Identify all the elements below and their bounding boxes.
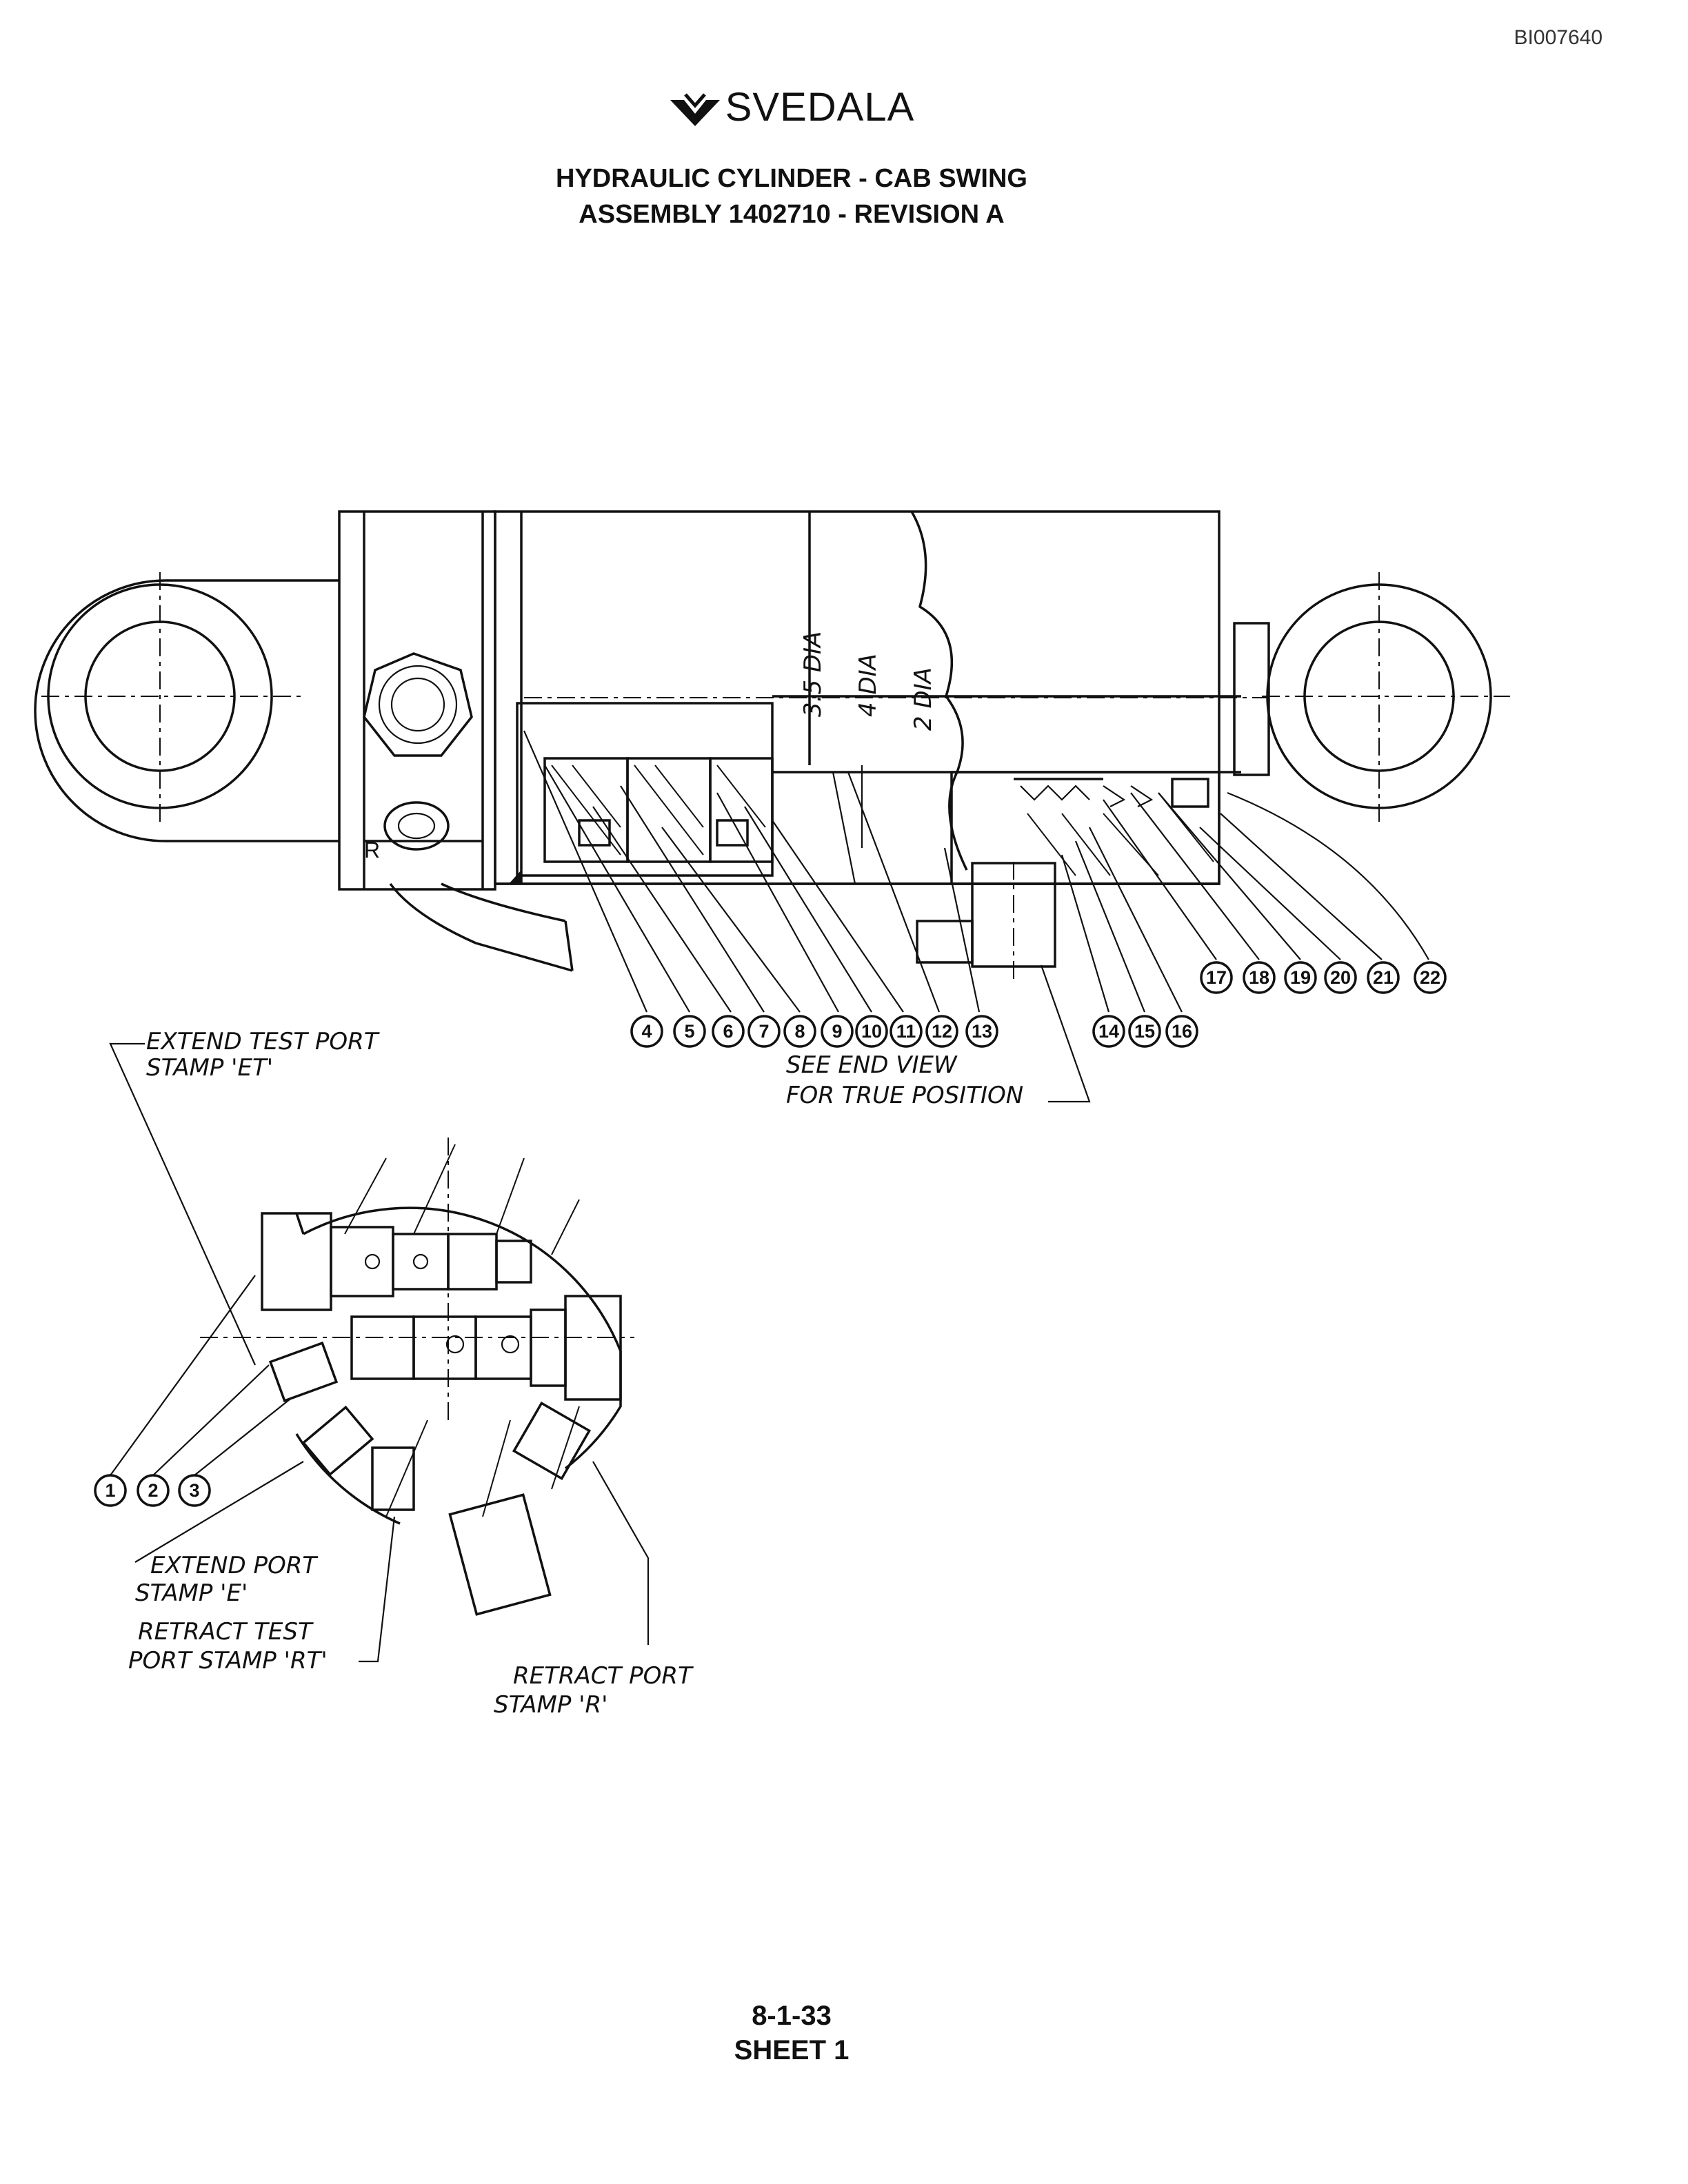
- note-true-position: FOR TRUE POSITION: [786, 1082, 1023, 1109]
- callout-number: 7: [758, 1021, 769, 1042]
- callout-15: 15: [1128, 1015, 1161, 1048]
- callout-18: 18: [1243, 961, 1276, 994]
- cylinder-barrel: [494, 510, 1269, 885]
- callout-bubble-circle: [855, 1015, 888, 1048]
- callout-8: 8: [783, 1015, 816, 1048]
- sheet-number: SHEET 1: [734, 2035, 850, 2065]
- callout-3: 3: [178, 1474, 211, 1507]
- callout-20: 20: [1324, 961, 1357, 994]
- callout-leaders-main: [523, 730, 1429, 1103]
- brand-name: SVEDALA: [725, 85, 915, 130]
- note-extend-port-stamp: STAMP 'E': [135, 1579, 248, 1607]
- callout-number: 4: [641, 1021, 652, 1042]
- callout-bubble-circle: [925, 1015, 958, 1048]
- callout-7: 7: [747, 1015, 781, 1048]
- callout-number: 1: [105, 1480, 115, 1501]
- callout-number: 8: [794, 1021, 805, 1042]
- callout-bubble-circle: [1284, 961, 1317, 994]
- gland-section: [916, 771, 1220, 979]
- callout-bubble-circle: [1243, 961, 1276, 994]
- callout-14: 14: [1092, 1015, 1125, 1048]
- dimension-rod: 2 DIA: [910, 667, 937, 731]
- callout-number: 18: [1249, 967, 1269, 988]
- callout-bubble-circle: [1092, 1015, 1125, 1048]
- callout-number: 5: [684, 1021, 694, 1042]
- brand-header: SVEDALA: [0, 84, 1583, 130]
- callout-number: 19: [1290, 967, 1311, 988]
- callout-bubble-circle: [890, 1015, 923, 1048]
- callout-11: 11: [890, 1015, 923, 1048]
- document-id: BI007640: [1514, 26, 1602, 49]
- callout-number: 13: [972, 1021, 992, 1042]
- piston-section: [509, 702, 774, 884]
- callout-bubble-circle: [747, 1015, 781, 1048]
- callout-10: 10: [855, 1015, 888, 1048]
- callout-bubble-circle: [1128, 1015, 1161, 1048]
- callout-1: 1: [94, 1474, 127, 1507]
- note-retract-port: RETRACT PORT: [513, 1662, 694, 1690]
- callout-9: 9: [821, 1015, 854, 1048]
- callout-bubble-circle: [1165, 1015, 1198, 1048]
- port-r-marker: R: [364, 838, 380, 862]
- end-view-inset: [200, 1138, 634, 1616]
- note-extend-test-port: EXTEND TEST PORT: [146, 1028, 380, 1055]
- callout-number: 12: [932, 1021, 952, 1042]
- note-see-end-view: SEE END VIEW: [786, 1051, 958, 1079]
- callout-12: 12: [925, 1015, 958, 1048]
- left-clevis: [34, 572, 339, 842]
- callout-4: 4: [630, 1015, 663, 1048]
- callout-bubble-circle: [1200, 961, 1233, 994]
- right-rod-eye: [1233, 572, 1510, 824]
- head-block: [338, 510, 574, 972]
- callout-bubble-circle: [712, 1015, 745, 1048]
- callout-number: 11: [896, 1021, 916, 1042]
- callout-number: 21: [1373, 967, 1394, 988]
- note-retract-test-stamp: PORT STAMP 'RT': [128, 1647, 328, 1675]
- callout-leaders-end-view: [109, 1042, 650, 1663]
- note-extend-port: EXTEND PORT: [150, 1552, 318, 1579]
- callout-bubble-circle: [783, 1015, 816, 1048]
- note-retract-test: RETRACT TEST: [138, 1618, 314, 1646]
- callout-number: 6: [723, 1021, 733, 1042]
- callout-number: 14: [1098, 1021, 1119, 1042]
- note-extend-test-stamp: STAMP 'ET': [146, 1054, 273, 1082]
- callout-bubble-circle: [630, 1015, 663, 1048]
- callout-6: 6: [712, 1015, 745, 1048]
- callout-bubble-circle: [1414, 961, 1447, 994]
- callout-5: 5: [673, 1015, 706, 1048]
- callout-bubble-circle: [1367, 961, 1400, 994]
- callout-number: 22: [1420, 967, 1440, 988]
- callout-16: 16: [1165, 1015, 1198, 1048]
- callout-22: 22: [1414, 961, 1447, 994]
- callout-number: 2: [148, 1480, 158, 1501]
- drawing-title-line-1: HYDRAULIC CYLINDER - CAB SWING: [556, 164, 1027, 193]
- callout-number: 10: [861, 1021, 882, 1042]
- callout-number: 17: [1206, 967, 1227, 988]
- dimension-bore: 3.5 DIA: [799, 631, 827, 717]
- callout-number: 3: [189, 1480, 199, 1501]
- callout-bubble-circle: [178, 1474, 211, 1507]
- callout-number: 15: [1134, 1021, 1155, 1042]
- callout-17: 17: [1200, 961, 1233, 994]
- callout-2: 2: [137, 1474, 170, 1507]
- svedala-chevron-logo-icon: [670, 93, 720, 126]
- callout-bubble-circle: [94, 1474, 127, 1507]
- callout-13: 13: [965, 1015, 998, 1048]
- note-retract-port-stamp: STAMP 'R': [494, 1691, 607, 1719]
- callout-bubble-circle: [965, 1015, 998, 1048]
- callout-19: 19: [1284, 961, 1317, 994]
- callout-bubble-circle: [821, 1015, 854, 1048]
- callout-number: 20: [1330, 967, 1351, 988]
- drawing-title-line-2: ASSEMBLY 1402710 - REVISION A: [579, 200, 1005, 229]
- callout-bubble-circle: [1324, 961, 1357, 994]
- callout-number: 9: [832, 1021, 842, 1042]
- callout-21: 21: [1367, 961, 1400, 994]
- callout-number: 16: [1172, 1021, 1192, 1042]
- dimension-outer: 4 DIA: [854, 654, 882, 717]
- callout-bubble-circle: [137, 1474, 170, 1507]
- page-number: 8-1-33: [752, 2001, 832, 2031]
- callout-bubble-circle: [673, 1015, 706, 1048]
